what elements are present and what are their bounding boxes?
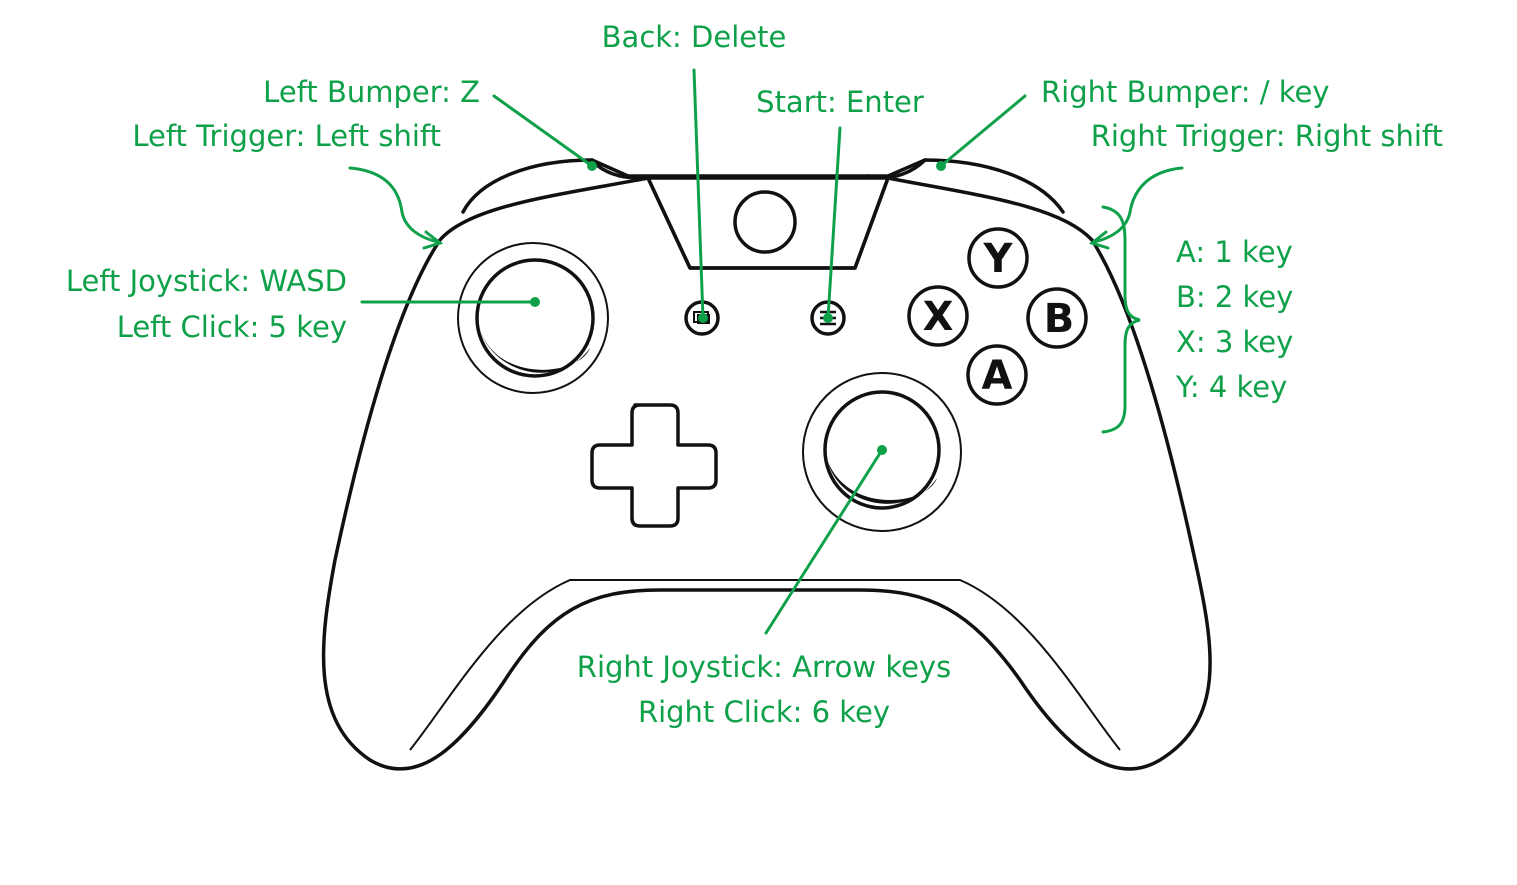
- guide-button: [733, 190, 797, 254]
- leader-right-trigger: [1092, 166, 1184, 244]
- label-face-y: Y: 4 key: [1175, 370, 1287, 404]
- label-left-bumper: Left Bumper: Z: [263, 75, 480, 109]
- labels: Back: Delete Start: Enter Left Bumper: Z…: [66, 20, 1443, 729]
- leader-start: [826, 126, 842, 320]
- controller-outline: [321, 158, 1212, 771]
- leader-back: [692, 68, 705, 320]
- label-left-joystick: Left Joystick: WASD: [66, 264, 347, 298]
- label-face-b: B: 2 key: [1176, 280, 1293, 314]
- svg-text:B: B: [1044, 296, 1075, 342]
- label-face-a: A: 1 key: [1176, 235, 1293, 269]
- label-right-bumper: Right Bumper: / key: [1041, 75, 1330, 109]
- dpad: [590, 403, 718, 528]
- leader-right-joystick: [764, 448, 884, 635]
- svg-text:Y: Y: [983, 236, 1014, 282]
- leader-right-bumper: [939, 94, 1027, 168]
- left-joystick: [457, 242, 609, 394]
- face-button-b: B: [1026, 287, 1088, 349]
- svg-text:A: A: [982, 353, 1013, 399]
- label-face-x: X: 3 key: [1176, 325, 1293, 359]
- leader-left-trigger: [348, 166, 440, 244]
- leader-left-bumper: [492, 94, 594, 168]
- leader-lines: [348, 68, 1184, 635]
- label-right-joystick: Right Joystick: Arrow keys: [577, 650, 951, 684]
- label-right-click: Right Click: 6 key: [638, 695, 890, 729]
- face-button-a: A: [966, 344, 1028, 406]
- label-start: Start: Enter: [756, 85, 924, 119]
- label-left-trigger: Left Trigger: Left shift: [132, 119, 441, 153]
- label-left-click: Left Click: 5 key: [117, 310, 347, 344]
- face-buttons-brace: [1101, 205, 1141, 434]
- label-right-trigger: Right Trigger: Right shift: [1091, 119, 1443, 153]
- face-button-x: X: [907, 285, 969, 347]
- face-button-y: Y: [967, 227, 1029, 289]
- svg-text:X: X: [923, 294, 954, 340]
- label-back: Back: Delete: [602, 20, 787, 54]
